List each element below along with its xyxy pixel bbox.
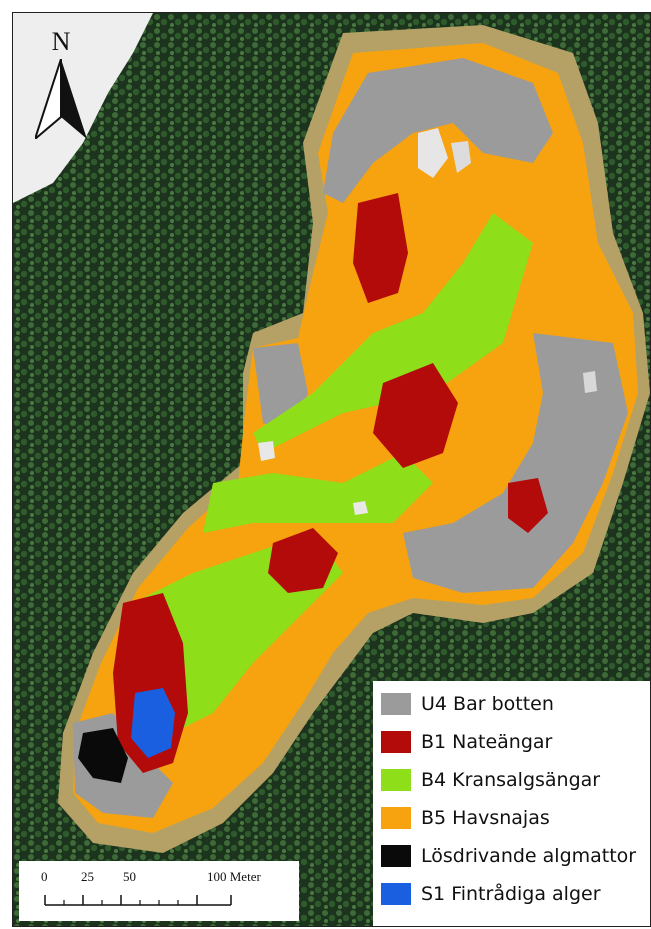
legend-item-b1: B1 Nateängar	[381, 727, 552, 757]
rock-east	[583, 371, 597, 393]
island-4	[353, 501, 368, 515]
scale-bar: 0 25 50 100 Meter	[19, 861, 299, 921]
legend-label-b4: B4 Kransalgsängar	[421, 769, 601, 791]
island-1	[418, 128, 448, 178]
north-letter: N	[51, 27, 71, 56]
map-frame: N 0 25 50 100 Meter U4 Bar botten	[12, 12, 651, 927]
habitat-s1	[131, 688, 175, 758]
legend-item-s1: S1 Fintrådiga alger	[381, 879, 601, 909]
habitat-map	[13, 13, 650, 926]
legend-item-b4: B4 Kransalgsängar	[381, 765, 600, 795]
island-3	[258, 441, 275, 461]
scale-bar-ruler	[44, 895, 232, 906]
legend-swatch-drifting-mats	[381, 845, 411, 867]
legend-swatch-b1	[381, 731, 411, 753]
habitat-u4-north	[323, 58, 553, 203]
habitat-black-mats	[78, 728, 128, 783]
legend-label-b1: B1 Nateängar	[421, 731, 553, 753]
legend-swatch-s1	[381, 883, 411, 905]
habitat-b4-belt	[203, 453, 433, 533]
legend-item-drifting-mats: Lösdrivande algmattor	[381, 841, 636, 871]
habitat-b1-east	[508, 478, 548, 533]
legend: U4 Bar botten B1 Nateängar B4 Kransalgsä…	[373, 681, 650, 926]
scale-tick-50: 50	[123, 869, 136, 884]
legend-swatch-u4	[381, 693, 411, 715]
legend-label-drifting-mats: Lösdrivande algmattor	[421, 845, 637, 867]
island-2	[451, 141, 471, 173]
scale-tick-100: 100 Meter	[207, 869, 261, 884]
habitat-u4-east	[403, 333, 628, 593]
legend-item-u4: U4 Bar botten	[381, 689, 554, 719]
north-arrow-icon	[35, 59, 87, 139]
habitat-b1-center	[373, 363, 458, 468]
legend-swatch-b5	[381, 807, 411, 829]
legend-label-u4: U4 Bar botten	[421, 693, 554, 715]
legend-label-b5: B5 Havsnajas	[421, 807, 550, 829]
habitat-b4-center	[253, 213, 533, 453]
open-ground-patch	[13, 13, 153, 203]
scale-tick-0: 0	[41, 869, 48, 884]
legend-item-b5: B5 Havsnajas	[381, 803, 550, 833]
north-arrow: N	[29, 27, 93, 147]
legend-swatch-b4	[381, 769, 411, 791]
legend-label-s1: S1 Fintrådiga alger	[421, 883, 601, 905]
habitat-b1-north	[353, 193, 408, 303]
habitat-b1-mid	[268, 528, 338, 593]
scale-tick-25: 25	[81, 869, 94, 884]
